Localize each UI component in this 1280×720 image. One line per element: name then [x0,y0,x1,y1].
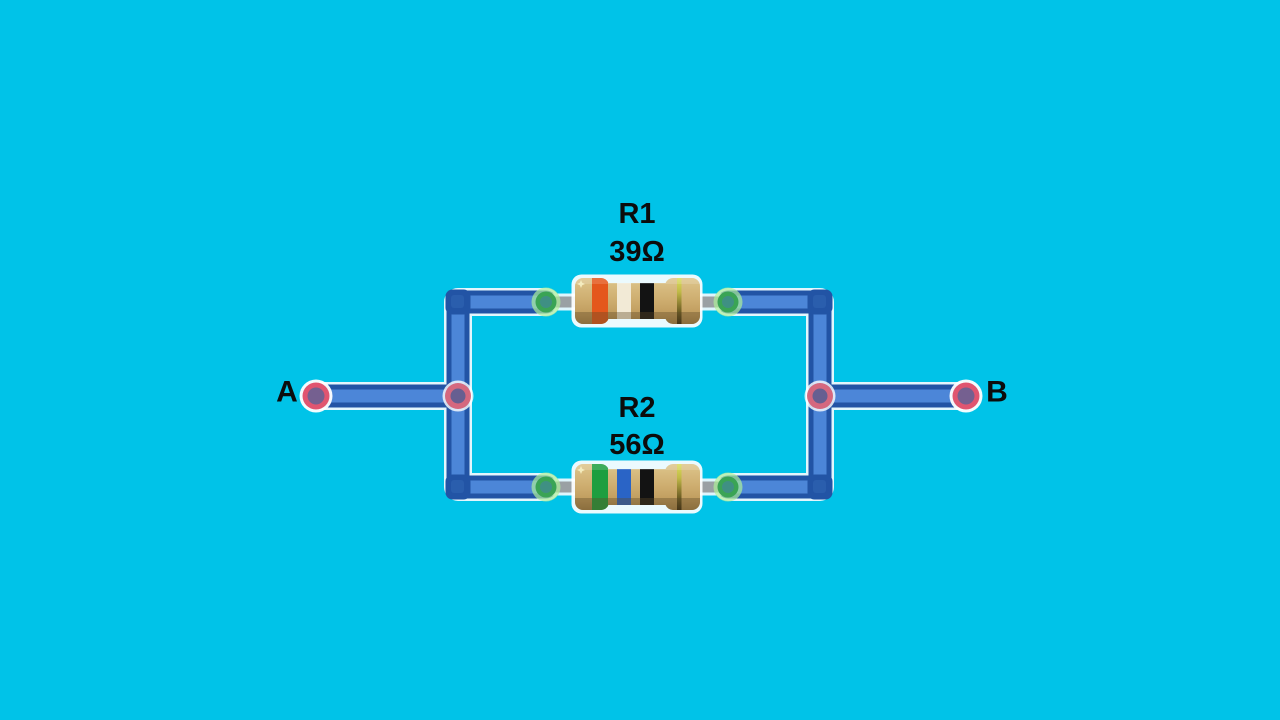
band-2 [617,464,631,510]
junction-pin-right[interactable] [804,380,836,412]
corner-inner-bottom-right [813,480,826,493]
body-sparkle [577,466,585,474]
band-4-gold [677,278,682,324]
resistor-r1-ref-label: R1 [618,198,655,230]
terminal-a-label: A [276,376,298,409]
resistor-r1[interactable] [571,274,703,328]
lead-connector-r2-right[interactable] [713,472,743,502]
body-sparkle [577,280,585,288]
corner-inner-top-right [813,295,826,308]
band-3 [640,278,654,324]
green-core [540,296,552,308]
green-core [540,481,552,493]
body-bottom-shadow [575,312,700,324]
junction-pin-left[interactable] [442,380,474,412]
lead-connector-r2-left[interactable] [531,472,561,502]
resistor-r2-value-label: 56Ω [609,429,665,461]
green-core [722,481,734,493]
body-bottom-shadow [575,498,700,510]
resistor-r2-ref-label: R2 [618,392,655,424]
lead-connector-r1-left[interactable] [531,287,561,317]
pin-core [450,388,466,404]
corner-inner-top-left [451,295,464,308]
terminal-core [957,387,975,405]
corner-inner-bottom-left [451,480,464,493]
resistor-r1-value-label: 39Ω [609,236,665,268]
terminal-a[interactable] [299,379,333,413]
band-4-gold [677,464,682,510]
band-1 [592,278,608,324]
green-core [722,296,734,308]
band-3 [640,464,654,510]
terminal-core [307,387,325,405]
resistor-r2[interactable] [571,460,703,514]
band-2 [617,278,631,324]
band-1 [592,464,608,510]
terminal-b-label: B [986,376,1008,409]
lead-connector-r1-right[interactable] [713,287,743,317]
terminal-b[interactable] [949,379,983,413]
pin-core [812,388,828,404]
